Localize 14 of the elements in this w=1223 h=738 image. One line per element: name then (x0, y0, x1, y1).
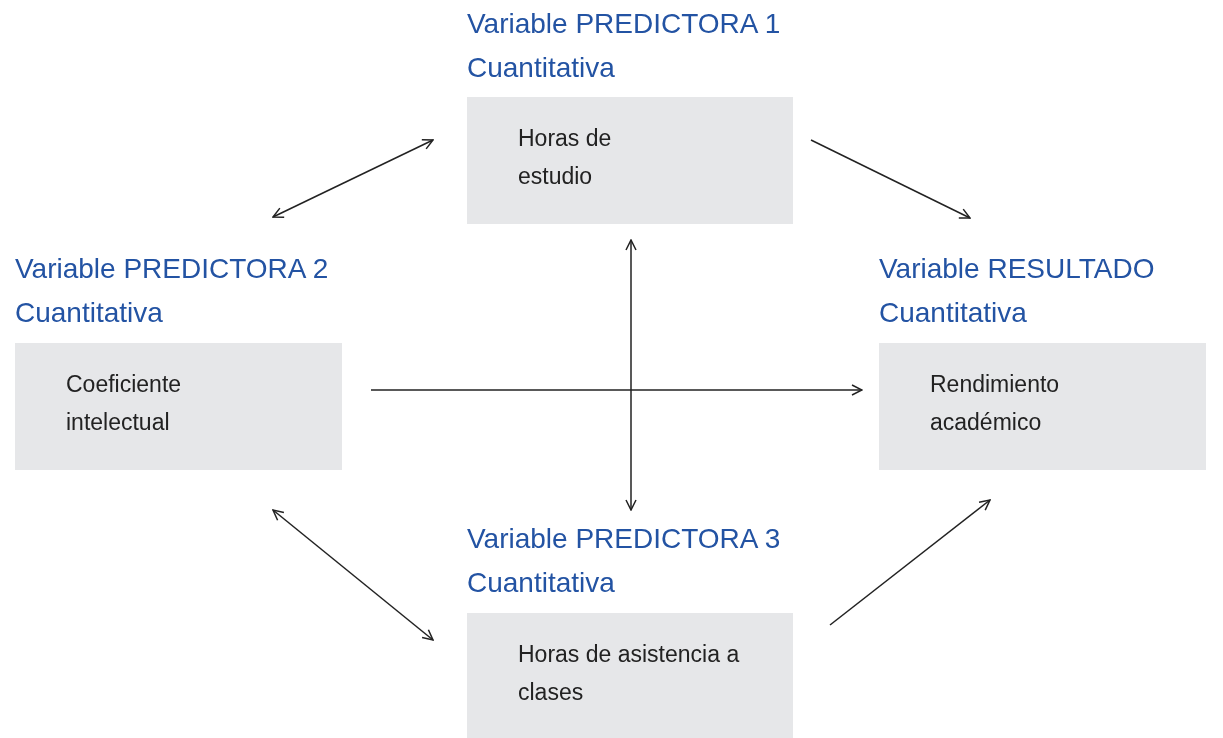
variable-name: Horas de estudio (518, 124, 613, 191)
arrow (272, 139, 434, 218)
variable-heading: Variable RESULTADO Cuantitativa (879, 252, 1156, 330)
variable-heading: Variable PREDICTORA 3 Cuantitativa (467, 522, 782, 600)
arrow (370, 384, 863, 396)
arrow (810, 139, 971, 219)
arrow (829, 499, 991, 626)
arrow (272, 509, 434, 641)
variable-name: Rendimiento académico (930, 370, 1061, 437)
variable-name: Horas de asistencia a clases (518, 640, 741, 707)
variable-heading: Variable PREDICTORA 1 Cuantitativa (467, 7, 782, 85)
arrow (625, 239, 637, 511)
variable-name: Coeficiente intelectual (66, 370, 183, 437)
variable-heading: Variable PREDICTORA 2 Cuantitativa (15, 252, 330, 330)
